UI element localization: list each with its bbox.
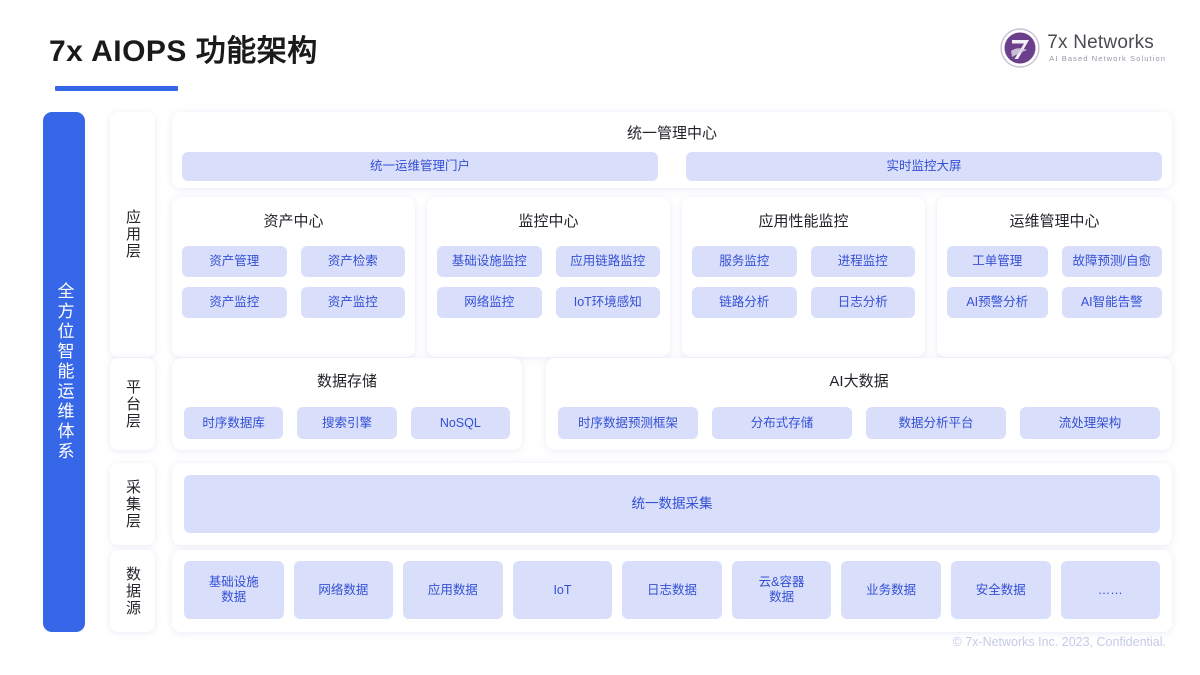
chip-nosql[interactable]: NoSQL [410, 407, 510, 439]
chip-cloud-container-data[interactable]: 云&容器数据 [731, 561, 832, 619]
chip-ai-smart-alarm[interactable]: AI智能告警 [1061, 287, 1162, 318]
panel-title: 数据存储 [316, 373, 377, 390]
layer-label-platform: 平台层 [110, 358, 155, 450]
chip-group: 基础设施监控 应用链路监控 网络监控 IoT环境感知 [437, 246, 660, 318]
panel-ops-management-center: 运维管理中心 工单管理 故障预测/自愈 AI预警分析 AI智能告警 [937, 197, 1172, 357]
chip-group: 资产管理 资产检索 资产监控 资产监控 [182, 246, 405, 318]
chip-more-ellipsis[interactable]: …… [1060, 561, 1161, 619]
chip-iot-environment-sensing[interactable]: IoT环境感知 [555, 287, 660, 318]
title-underline [55, 86, 178, 91]
footer-copyright: © 7x-Networks Inc. 2023, Confidential. [952, 635, 1166, 649]
chip-network-monitoring[interactable]: 网络监控 [437, 287, 542, 318]
layer-label-application: 应用层 [110, 112, 155, 357]
chip-ticket-management[interactable]: 工单管理 [947, 246, 1048, 277]
chip-application-data[interactable]: 应用数据 [403, 561, 503, 619]
chip-data-analytics-platform[interactable]: 数据分析平台 [866, 407, 1006, 439]
chip-service-monitoring[interactable]: 服务监控 [692, 246, 797, 277]
panel-data-source-layer: 基础设施数据 网络数据 应用数据 IoT 日志数据 云&容器数据 业务数据 安全… [172, 550, 1172, 632]
chip-infrastructure-monitoring[interactable]: 基础设施监控 [437, 246, 542, 277]
page-title: 7x AIOPS 功能架构 [49, 35, 318, 68]
layer-label-collection: 采集层 [110, 463, 155, 545]
application-layer-row: 资产中心 资产管理 资产检索 资产监控 资产监控 监控中心 基础设施监控 应用链… [172, 197, 1172, 357]
chip-trace-analysis[interactable]: 链路分析 [692, 287, 797, 318]
panel-title: 应用性能监控 [758, 213, 849, 230]
panel-title: 监控中心 [518, 213, 579, 230]
logo-name: 7x Networks [1047, 32, 1155, 54]
seven-swirl-logo-icon [1000, 28, 1040, 68]
panel-monitoring-center: 监控中心 基础设施监控 应用链路监控 网络监控 IoT环境感知 [427, 197, 670, 357]
chip-stream-processing[interactable]: 流处理架构 [1020, 407, 1160, 439]
architecture-diagram: 全方位智能运维体系 应用层 平台层 采集层 数据源 统一管理中心 统一运维管理门… [0, 100, 1200, 645]
chip-process-monitoring[interactable]: 进程监控 [810, 246, 915, 277]
panel-unified-management-center: 统一管理中心 统一运维管理门户 实时监控大屏 [172, 112, 1172, 188]
chip-timeseries-database[interactable]: 时序数据库 [184, 407, 284, 439]
panel-asset-center: 资产中心 资产管理 资产检索 资产监控 资产监控 [172, 197, 415, 357]
chip-realtime-dashboard[interactable]: 实时监控大屏 [686, 152, 1162, 181]
panel-ai-bigdata: AI大数据 时序数据预测框架 分布式存储 数据分析平台 流处理架构 [546, 358, 1172, 450]
layer-label-datasource: 数据源 [110, 550, 155, 632]
chip-search-engine[interactable]: 搜索引擎 [297, 407, 397, 439]
chip-asset-monitor-2[interactable]: 资产监控 [300, 287, 405, 318]
chip-distributed-storage[interactable]: 分布式存储 [712, 407, 852, 439]
chip-asset-monitor-1[interactable]: 资产监控 [182, 287, 287, 318]
chip-group: 工单管理 故障预测/自愈 AI预警分析 AI智能告警 [947, 246, 1162, 318]
chip-group: 服务监控 进程监控 链路分析 日志分析 [692, 246, 915, 318]
chip-security-data[interactable]: 安全数据 [950, 561, 1051, 619]
chip-unified-ops-portal[interactable]: 统一运维管理门户 [182, 152, 658, 181]
chip-group: 时序数据预测框架 分布式存储 数据分析平台 流处理架构 [546, 407, 1172, 439]
panel-collection-layer: 统一数据采集 [172, 463, 1172, 545]
chip-log-data[interactable]: 日志数据 [622, 561, 722, 619]
panel-title: AI大数据 [829, 373, 889, 390]
brand-logo: 7x Networks AI Based Network Solution [1000, 28, 1166, 68]
logo-tagline: AI Based Network Solution [1049, 54, 1166, 64]
chip-unified-data-collection[interactable]: 统一数据采集 [184, 475, 1160, 533]
panel-apm: 应用性能监控 服务监控 进程监控 链路分析 日志分析 [682, 197, 925, 357]
chip-group: 基础设施数据 网络数据 应用数据 IoT 日志数据 云&容器数据 业务数据 安全… [172, 561, 1172, 619]
chip-network-data[interactable]: 网络数据 [293, 561, 394, 619]
chip-group: 时序数据库 搜索引擎 NoSQL [172, 407, 522, 439]
panel-data-storage: 数据存储 时序数据库 搜索引擎 NoSQL [172, 358, 522, 450]
chip-infrastructure-data[interactable]: 基础设施数据 [184, 561, 284, 619]
panel-title: 资产中心 [263, 213, 324, 230]
chip-ai-early-warning[interactable]: AI预警分析 [947, 287, 1048, 318]
chip-asset-management[interactable]: 资产管理 [182, 246, 287, 277]
chip-log-analysis[interactable]: 日志分析 [810, 287, 915, 318]
chip-fault-prediction-heal[interactable]: 故障预测/自愈 [1061, 246, 1162, 277]
chip-iot-data[interactable]: IoT [512, 561, 613, 619]
chip-group: 统一运维管理门户 实时监控大屏 [172, 152, 1172, 181]
spine-label: 全方位智能运维体系 [43, 112, 85, 632]
page-header: 7x AIOPS 功能架构 7x Networks AI Based Netwo… [0, 0, 1200, 100]
panel-title: 统一管理中心 [626, 125, 717, 142]
chip-business-data[interactable]: 业务数据 [841, 561, 941, 619]
chip-app-trace-monitoring[interactable]: 应用链路监控 [555, 246, 660, 277]
panel-title: 运维管理中心 [1009, 213, 1100, 230]
chip-asset-search[interactable]: 资产检索 [300, 246, 405, 277]
chip-timeseries-forecast-framework[interactable]: 时序数据预测框架 [558, 407, 698, 439]
